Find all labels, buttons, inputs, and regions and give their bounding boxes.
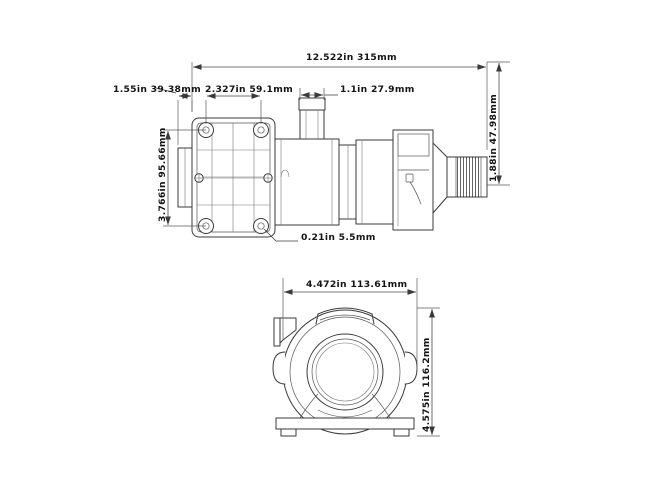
volute-ring-2 xyxy=(306,333,384,411)
volute-bore xyxy=(315,342,375,402)
top-inlet-port xyxy=(298,97,326,140)
dimension-flange-height: 3.766in 95.66mm xyxy=(157,127,206,227)
inlet-collar xyxy=(298,97,326,111)
flange-rib-grid xyxy=(197,123,270,232)
side-elevation-view: 12.522in 315mm 1.55in 39.38mm 2.327in 59… xyxy=(113,52,510,243)
flange-side-boss-right xyxy=(263,173,273,183)
dimension-hole-spacing: 2.327in 59.1mm xyxy=(205,84,293,124)
mounting-hole-top-right xyxy=(253,122,269,138)
barrel-detail-arc xyxy=(280,169,290,178)
barrel-step xyxy=(338,144,357,220)
inlet-boss-top xyxy=(317,307,373,315)
dimension-front-height-label: 4.575in 116.2mm xyxy=(421,337,432,432)
dimension-outlet-height: 1.88in 47.98mm xyxy=(487,61,510,186)
pump-volute-housing xyxy=(177,147,193,208)
outlet-thread-hatch xyxy=(456,157,481,197)
threaded-outlet-port xyxy=(446,156,488,198)
front-base-assembly xyxy=(275,393,415,437)
front-inlet-boss xyxy=(315,307,375,325)
terminal-junction-block xyxy=(392,129,434,231)
base-foot-right xyxy=(393,428,410,437)
base-fillet-left xyxy=(299,393,319,419)
dimension-hole-diameter-label: 0.21in 5.5mm xyxy=(301,232,376,243)
dimension-front-width-label: 4.472in 113.61mm xyxy=(306,279,407,290)
dimension-front-width: 4.472in 113.61mm xyxy=(282,278,418,370)
spout-flange xyxy=(273,317,281,347)
dimension-flange-offset-label: 1.55in 39.38mm xyxy=(113,84,201,95)
base-plate xyxy=(275,417,415,430)
base-contact-arc xyxy=(317,409,373,418)
dimension-hole-spacing-label: 2.327in 59.1mm xyxy=(205,84,293,95)
dimension-hole-diameter: 0.21in 5.5mm xyxy=(263,228,376,243)
terminal-connector-port xyxy=(405,173,414,183)
cone-body xyxy=(432,142,448,214)
dimension-inlet-width: 1.1in 27.9mm xyxy=(299,84,415,100)
flange-side-boss-left xyxy=(194,173,204,183)
inlet-neck xyxy=(299,104,325,140)
front-elevation-view: 4.472in 113.61mm 4.575in 116.2mm xyxy=(272,278,440,437)
cable-gland-curve xyxy=(409,181,422,205)
dimension-flange-offset: 1.55in 39.38mm xyxy=(113,84,201,145)
front-side-spout xyxy=(273,317,297,347)
front-side-lug-left xyxy=(272,351,286,385)
mounting-flange-plate xyxy=(191,117,276,238)
base-foot-left xyxy=(280,428,297,437)
dimension-flange-height-label: 3.766in 95.66mm xyxy=(157,127,168,222)
front-side-lug-right xyxy=(404,351,418,385)
base-fillet-right xyxy=(371,393,391,419)
inlet-boss-inner xyxy=(319,314,371,321)
outlet-transition-cone xyxy=(432,142,448,214)
dimension-overall-length-label: 12.522in 315mm xyxy=(306,52,397,63)
barrel-front xyxy=(274,138,340,226)
volute-ring-3 xyxy=(311,338,379,406)
pump-barrel-section xyxy=(274,138,357,226)
dimension-inlet-width-label: 1.1in 27.9mm xyxy=(340,84,415,95)
dimension-outlet-height-label: 1.88in 47.98mm xyxy=(488,94,499,182)
dimension-front-height: 4.575in 116.2mm xyxy=(417,307,440,437)
